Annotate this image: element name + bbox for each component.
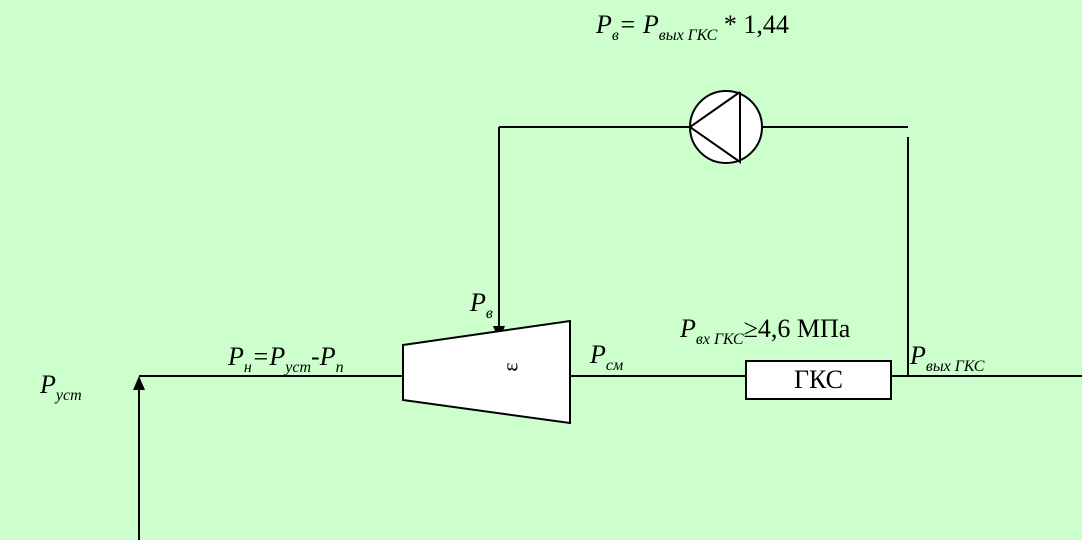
label-p-sm-sub: см [605, 357, 624, 374]
gks-box [745, 360, 892, 400]
label-p-output-sub: вых ГКС [925, 358, 985, 375]
compressor-triangle [688, 91, 741, 164]
formula-multiplier: * 1,44 [717, 10, 789, 39]
pn-minus-p: -P [311, 342, 336, 371]
label-p-n-formula: Pн=Pуст-Pп [228, 342, 344, 376]
formula-eq-p: = P [618, 10, 659, 39]
label-p-v-sub: в [485, 305, 493, 322]
inlet-arrow-up [133, 376, 145, 390]
formula-pv-output: Pв= Pвых ГКС * 1,44 [596, 10, 789, 44]
label-p-sm: Pсм [590, 340, 623, 374]
label-p-ust-sub: уст [55, 387, 82, 404]
pn-sub-n: н [243, 359, 252, 376]
pn-eq-p: =P [251, 342, 286, 371]
label-p-input-limit: ≥4,6 МПа [743, 314, 851, 343]
label-p-v: Pв [470, 288, 493, 322]
label-p-input-main: P [680, 314, 696, 343]
formula-sub-v: в [611, 27, 619, 44]
label-p-output-gks: Pвых ГКС [910, 341, 984, 375]
ejector-body [402, 319, 571, 425]
pn-p: P [228, 342, 244, 371]
label-p-output-main: P [910, 341, 926, 370]
formula-sub-output-gks: вых ГКС [658, 27, 718, 44]
label-p-v-main: P [470, 288, 486, 317]
formula-p: P [596, 10, 612, 39]
ejector-symbol: ε [497, 362, 523, 372]
label-p-sm-main: P [590, 340, 606, 369]
label-p-ust-main: P [40, 370, 56, 399]
gks-label: ГКС [793, 365, 844, 394]
pn-sub-p: п [335, 359, 344, 376]
label-p-input-sub: вх ГКС [695, 331, 744, 348]
label-p-ust: Pуст [40, 370, 82, 404]
label-p-input-gks: Pвх ГКС≥4,6 МПа [680, 314, 851, 348]
pn-sub-ust: уст [285, 359, 312, 376]
